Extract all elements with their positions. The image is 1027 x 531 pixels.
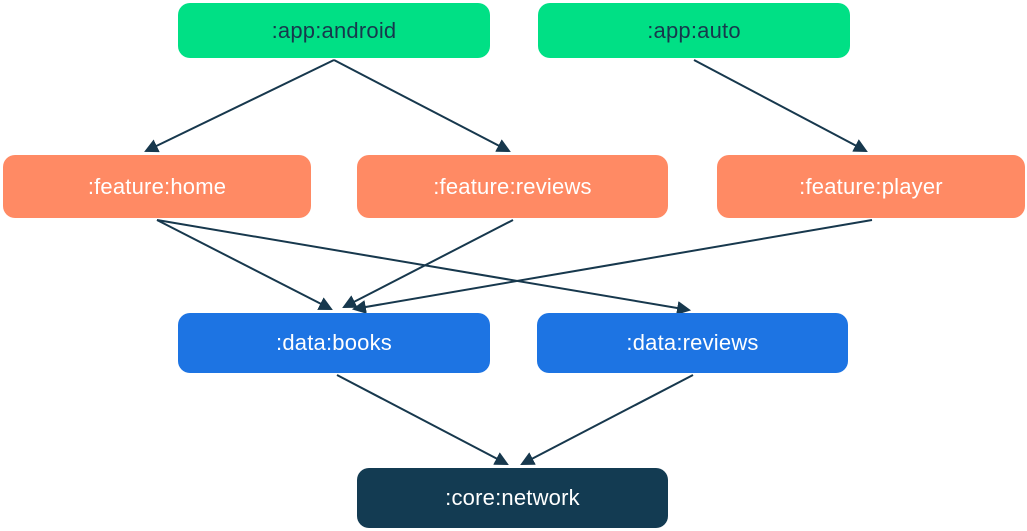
node-label: :data:reviews bbox=[626, 330, 759, 355]
node-label: :app:auto bbox=[647, 17, 741, 43]
node-label: :feature:player bbox=[799, 173, 943, 199]
edge-feature-reviews-to-data-books bbox=[342, 219, 514, 308]
node-label: :core:network bbox=[445, 485, 580, 510]
edge-feature-player-to-data-books bbox=[351, 219, 873, 314]
edge-app-android-to-feature-home bbox=[144, 59, 335, 153]
edge-feature-home-to-data-books bbox=[156, 219, 333, 310]
node-core-network: :core:network bbox=[357, 468, 668, 528]
node-data-books: :data:books bbox=[178, 313, 490, 373]
node-feature-reviews: :feature:reviews bbox=[357, 155, 668, 218]
node-label: :data:books bbox=[276, 330, 392, 355]
node-data-reviews: :data:reviews bbox=[537, 313, 848, 373]
node-label: :feature:home bbox=[87, 173, 227, 199]
node-feature-player: :feature:player bbox=[717, 155, 1025, 218]
node-app-android: :app:android bbox=[178, 3, 490, 58]
node-label: :app:android bbox=[271, 17, 397, 43]
edge-feature-home-to-data-reviews bbox=[156, 219, 692, 315]
edge-app-auto-to-feature-player bbox=[693, 59, 868, 152]
edge-app-android-to-feature-reviews bbox=[333, 59, 511, 152]
edge-data-books-to-core-network bbox=[336, 374, 509, 465]
node-feature-home: :feature:home bbox=[3, 155, 311, 218]
node-label: :feature:reviews bbox=[433, 173, 592, 199]
edge-data-reviews-to-core-network bbox=[520, 374, 694, 465]
node-app-auto: :app:auto bbox=[538, 3, 850, 58]
